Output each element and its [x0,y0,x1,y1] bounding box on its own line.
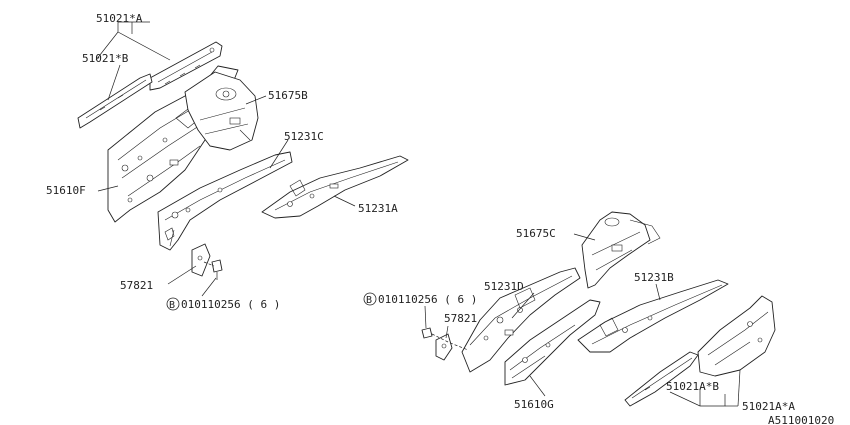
label-51231b: 51231B [634,271,674,284]
label-51021-b: 51021*B [82,52,129,65]
label-bolt-left: 010110256 ( 6 ) [181,298,280,311]
label-51610g: 51610G [514,398,554,411]
part-51231a-rail [261,155,409,219]
label-51021a-b: 51021A*B [666,380,719,393]
bolt-marker-right [363,292,377,306]
part-51021-a-strip [149,41,223,91]
part-51021a-a-panel [697,295,776,377]
drawing-code: A511001020 [768,414,834,425]
leader-lines [95,21,741,407]
label-51231d: 51231D [484,280,524,293]
bolt-marker-right-letter: B [366,295,372,306]
label-51021-a: 51021*A [96,12,143,25]
part-51675c-housing [581,211,661,289]
part-51231c-rail [157,151,293,251]
label-51231a: 51231A [358,202,398,215]
part-57821-right-bracket [421,327,453,361]
part-51021a-b-strip [624,351,699,407]
label-51675c: 51675C [516,227,556,240]
part-labels: 51021*A 51021*B 51675B 51231C 51610F 512… [46,12,834,425]
part-51021-b-strip [77,73,153,129]
label-bolt-right: 010110256 ( 6 ) [378,293,477,306]
label-51675b: 51675B [268,89,308,102]
part-51231b-rail [577,279,729,353]
part-57821-left-bracket [191,243,223,280]
bolt-marker-left [166,297,180,311]
label-51610f: 51610F [46,184,86,197]
label-57821-right: 57821 [444,312,477,325]
label-51021a-a: 51021A*A [742,400,795,413]
label-51231c: 51231C [284,130,324,143]
part-51610g-panel [504,299,601,386]
bolt-marker-left-letter: B [169,300,175,311]
part-51675b-housing [184,71,259,151]
label-57821-left: 57821 [120,279,153,292]
part-51231d-rail [461,267,581,373]
